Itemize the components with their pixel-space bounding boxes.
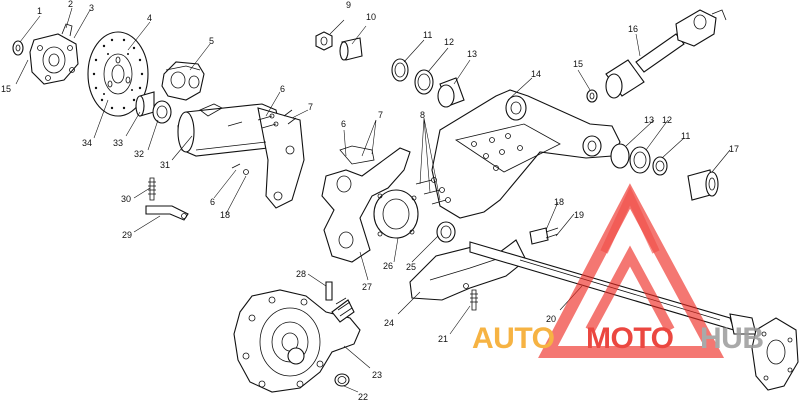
callout-6b: 6 bbox=[341, 119, 346, 129]
callout-12b: 12 bbox=[662, 115, 672, 125]
callout-labels: 1 2 3 4 5 6 7 6 7 8 9 10 11 12 13 14 15 … bbox=[1, 0, 739, 400]
callout-24: 24 bbox=[384, 318, 394, 328]
callout-23: 23 bbox=[372, 370, 382, 380]
callout-11b: 11 bbox=[681, 131, 690, 141]
part-pivot-bolt-10 bbox=[339, 37, 363, 61]
callout-6a: 6 bbox=[280, 84, 285, 94]
callout-18a: 18 bbox=[220, 210, 230, 220]
part-bearing-carrier bbox=[177, 103, 305, 209]
part-pivot-bolt-17 bbox=[687, 169, 719, 201]
callout-29: 29 bbox=[122, 230, 132, 240]
callout-18b: 18 bbox=[554, 197, 564, 207]
part-bleeder-30 bbox=[148, 177, 156, 201]
callout-8: 8 bbox=[420, 110, 425, 120]
callout-15a: 15 bbox=[1, 84, 11, 94]
part-mount-bracket-27 bbox=[321, 145, 411, 263]
watermark: AUTO MOTO HUB bbox=[472, 183, 764, 358]
part-bolt-21 bbox=[470, 289, 478, 311]
callout-6c: 6 bbox=[210, 197, 215, 207]
callout-17: 17 bbox=[729, 144, 739, 154]
part-skid-guard-24 bbox=[409, 239, 527, 301]
callout-12a: 12 bbox=[444, 37, 454, 47]
part-bolt-18 bbox=[529, 227, 559, 245]
part-washer-15b bbox=[586, 89, 598, 103]
callout-33: 33 bbox=[113, 138, 123, 148]
line-art bbox=[12, 7, 799, 393]
part-washer-1 bbox=[12, 40, 24, 56]
callout-10: 10 bbox=[366, 12, 376, 22]
part-ring-12a bbox=[414, 69, 434, 95]
callout-13b: 13 bbox=[644, 115, 654, 125]
part-washer-25 bbox=[436, 221, 456, 243]
watermark-text-hub: HUB bbox=[700, 322, 764, 355]
part-bushing-13b bbox=[610, 143, 630, 169]
watermark-text-moto: MOTO bbox=[586, 322, 674, 355]
callout-7b: 7 bbox=[378, 110, 383, 120]
part-bearing-32 bbox=[152, 100, 172, 124]
callout-27: 27 bbox=[362, 282, 372, 292]
part-drive-shaft bbox=[605, 9, 727, 99]
callout-34: 34 bbox=[82, 138, 92, 148]
part-ring-12b bbox=[629, 146, 651, 174]
callout-1: 1 bbox=[37, 6, 42, 16]
part-swing-arm bbox=[431, 89, 621, 219]
callout-3: 3 bbox=[89, 3, 94, 13]
callout-32: 32 bbox=[134, 149, 144, 159]
callout-14: 14 bbox=[531, 69, 541, 79]
callout-21: 21 bbox=[438, 334, 448, 344]
callout-22: 22 bbox=[358, 392, 368, 400]
callout-31: 31 bbox=[160, 160, 170, 170]
callout-7a: 7 bbox=[308, 102, 313, 112]
callout-26: 26 bbox=[383, 261, 393, 271]
callout-11a: 11 bbox=[423, 30, 432, 40]
part-final-drive-23 bbox=[233, 289, 361, 393]
part-bushing-13a bbox=[437, 77, 465, 108]
part-brake-disc bbox=[87, 31, 149, 117]
callout-13a: 13 bbox=[467, 49, 477, 59]
part-gasket-26 bbox=[373, 189, 419, 239]
part-pin-28 bbox=[325, 281, 333, 301]
part-bolts-6-7 bbox=[227, 109, 297, 175]
callout-30: 30 bbox=[121, 194, 131, 204]
part-seal-11a bbox=[391, 58, 409, 82]
callout-28: 28 bbox=[296, 269, 306, 279]
watermark-text-auto: AUTO bbox=[472, 322, 555, 355]
callout-15b: 15 bbox=[573, 59, 583, 69]
callout-16: 16 bbox=[628, 24, 638, 34]
part-nut-9 bbox=[315, 31, 333, 51]
part-hub-flange bbox=[29, 23, 79, 85]
part-axle-shaft-20 bbox=[469, 241, 799, 391]
callout-19: 19 bbox=[574, 210, 584, 220]
callout-2: 2 bbox=[68, 0, 73, 9]
callout-9: 9 bbox=[346, 0, 351, 10]
part-seal-11b bbox=[652, 156, 668, 176]
watermark-logo-icon bbox=[538, 183, 725, 358]
part-oring-22 bbox=[334, 373, 350, 387]
callout-4: 4 bbox=[147, 13, 152, 23]
part-bracket-29 bbox=[145, 205, 189, 221]
part-caliper bbox=[161, 61, 205, 101]
callout-5: 5 bbox=[209, 36, 214, 46]
callout-25: 25 bbox=[406, 262, 416, 272]
callout-20: 20 bbox=[546, 314, 556, 324]
